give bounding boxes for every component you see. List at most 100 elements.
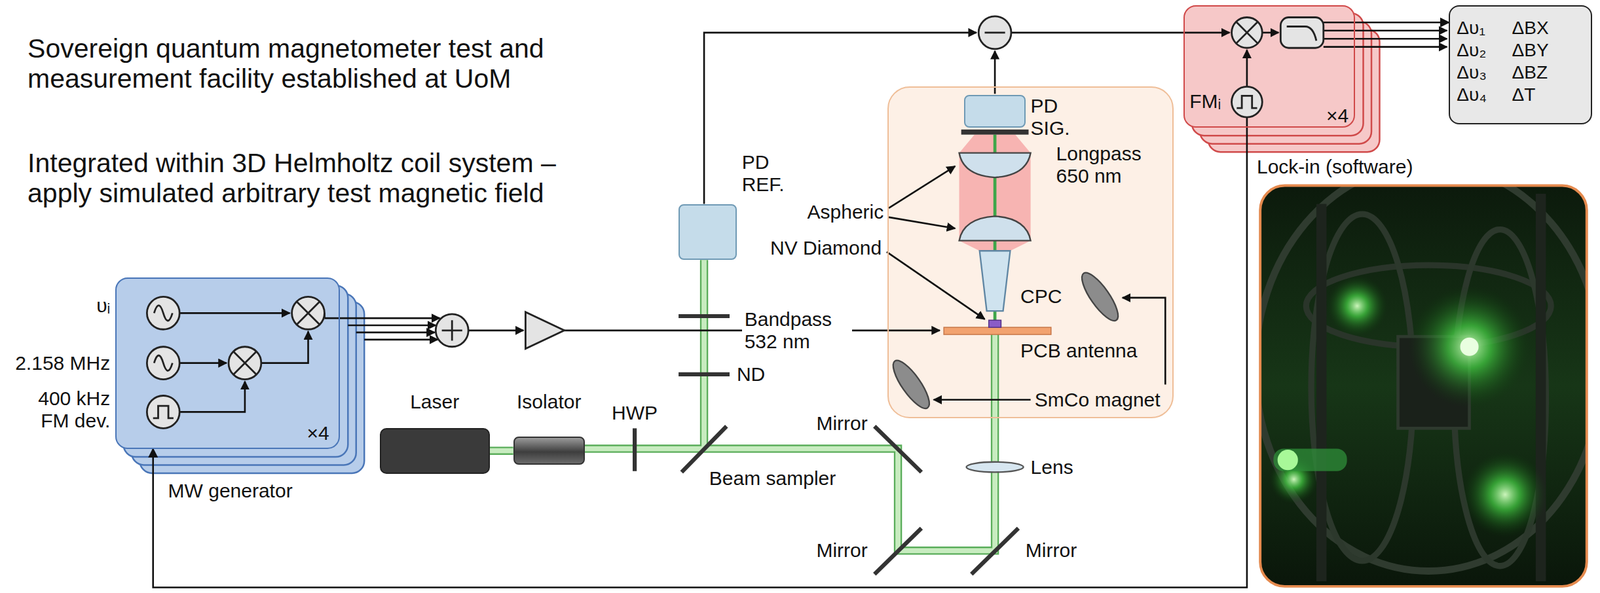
part-label: Bandpass 532 nm xyxy=(742,308,853,354)
signal-wire xyxy=(1246,117,1249,128)
output-box: Δυ₁ Δυ₂ Δυ₃ Δυ₄ ΔBX ΔBY ΔBZ ΔT xyxy=(1448,5,1592,125)
lowpass-symbol xyxy=(1280,17,1323,48)
demod-front-fill xyxy=(1183,5,1356,128)
part-label: Longpass 650 nm xyxy=(1056,142,1149,188)
box-heading: Isolator xyxy=(516,390,581,414)
green-tube xyxy=(1273,449,1347,472)
signal-wire xyxy=(1323,22,1356,47)
mixer-symbol xyxy=(233,351,257,375)
part-label: Mirror xyxy=(816,539,868,562)
photo-ground xyxy=(1260,186,1587,587)
box-heading: PD REF. xyxy=(742,151,795,196)
signal-wire xyxy=(1355,45,1447,48)
module-front-fill xyxy=(115,277,340,450)
signal-wire xyxy=(356,332,435,335)
pump-beam xyxy=(584,260,995,551)
support-post xyxy=(1535,193,1547,582)
focus-element xyxy=(966,462,1024,473)
sine-source-symbol xyxy=(146,296,180,330)
beam-connector xyxy=(489,446,514,456)
signal-wire xyxy=(468,329,524,332)
module-front-box: MW generator×4 xyxy=(115,277,340,450)
facility-photo xyxy=(1260,186,1587,587)
signal-name: 400 kHz FM dev. xyxy=(28,387,111,433)
green-glow xyxy=(1460,337,1479,357)
sensor-head-fill xyxy=(887,86,1173,418)
output-list: Δυ₁ Δυ₂ Δυ₃ Δυ₄ xyxy=(1456,17,1487,107)
sensor-head-fill xyxy=(887,86,1173,418)
subtractor-symbol xyxy=(985,31,1006,34)
leader-line xyxy=(886,252,986,320)
concentrator-shape xyxy=(979,250,1011,312)
permanent-disc xyxy=(887,356,936,414)
signal-wire xyxy=(1355,37,1447,40)
part-label: Aspheric xyxy=(807,201,885,224)
rf-board-strip xyxy=(943,327,1052,335)
lowpass-symbol xyxy=(1286,26,1317,42)
box-heading: Laser xyxy=(409,390,460,414)
source-box: Laser xyxy=(379,428,490,475)
square-source-symbol xyxy=(153,406,174,419)
part-label: HWP xyxy=(611,402,658,425)
green-glow xyxy=(1277,449,1299,471)
signal-wire xyxy=(324,317,440,320)
summer-symbol xyxy=(435,314,469,348)
mixer-symbol xyxy=(1231,17,1263,48)
amplifier-symbol xyxy=(525,312,564,350)
signal-name: FMᵢ xyxy=(1189,90,1221,113)
reflector-line xyxy=(874,528,922,575)
connector-group xyxy=(489,450,514,452)
mixer-symbol xyxy=(1235,21,1258,44)
signal-wire xyxy=(1246,49,1249,87)
condenser-element xyxy=(959,153,1031,178)
permanent-disc xyxy=(1076,268,1124,327)
connector-group xyxy=(1355,22,1449,23)
leader-line xyxy=(888,217,955,229)
mixer-symbol xyxy=(296,301,320,325)
sensor-head-panel: Longpass 650 nm CPC PD SIG. xyxy=(887,86,1173,418)
signal-name: υᵢ xyxy=(96,294,111,317)
sine-source-symbol xyxy=(146,347,180,380)
optical-diode-box: Isolator xyxy=(513,436,585,466)
waveplate-line xyxy=(632,428,637,471)
leader-line xyxy=(888,166,955,209)
detector-box: PD SIG. xyxy=(964,94,1025,128)
box-heading: PD SIG. xyxy=(1030,94,1077,140)
filter-line xyxy=(678,314,730,319)
intro-note: Integrated within 3D Helmholtz coil syst… xyxy=(27,148,617,209)
intro-note: Sovereign quantum magnetometer test and … xyxy=(27,33,617,94)
mixer-symbol xyxy=(292,296,325,330)
signal-wire xyxy=(179,312,290,315)
splitter-line xyxy=(681,426,727,473)
signal-wire xyxy=(1011,32,1230,35)
leader-line xyxy=(933,398,1031,401)
output-list: ΔBX ΔBY ΔBZ ΔT xyxy=(1512,17,1549,107)
part-label: ND xyxy=(736,363,765,386)
count-badge: ×4 xyxy=(1326,104,1349,128)
attenuator-line xyxy=(678,372,730,377)
signal-wire xyxy=(364,339,438,342)
signal-wire xyxy=(261,331,309,363)
photo-frame xyxy=(1260,186,1587,587)
square-source-symbol xyxy=(1236,95,1257,109)
part-label: CPC xyxy=(1020,285,1062,308)
part-label: SmCo magnet xyxy=(1034,389,1161,412)
count-badge: ×4 xyxy=(306,422,329,445)
signal-wire xyxy=(179,381,245,413)
summer-symbol xyxy=(442,320,463,341)
signal-wire xyxy=(347,324,436,327)
detector-box: PD REF. xyxy=(678,204,737,261)
beam-core xyxy=(489,448,514,454)
part-label: Lens xyxy=(1030,456,1074,479)
part-label: Beam sampler xyxy=(709,467,836,490)
square-source-symbol xyxy=(1231,86,1263,118)
part-label: Mirror xyxy=(1025,539,1077,562)
sine-source-symbol xyxy=(153,305,173,321)
green-glow xyxy=(1326,275,1388,337)
support-post xyxy=(1316,204,1327,582)
part-label: NV Diamond xyxy=(770,237,882,260)
green-glow xyxy=(1462,451,1549,538)
signal-name: 2.158 MHz xyxy=(15,352,111,375)
